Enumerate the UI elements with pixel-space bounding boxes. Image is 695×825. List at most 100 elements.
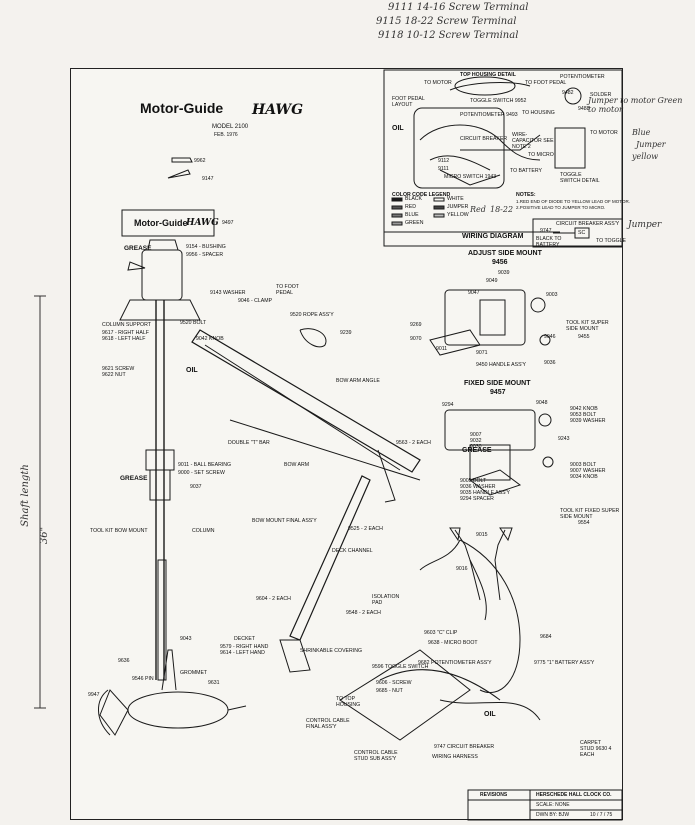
handwritten-note-9118: 9118 10-12 Screw Terminal [378, 30, 519, 41]
fixed-label-7: 9039 WASHER [570, 418, 606, 424]
part-9239: 9239 [340, 330, 352, 336]
wiring-blue: BLUE [405, 212, 419, 218]
handwritten-jumper-motor: Jumper to motor Green to motor [588, 96, 683, 114]
label-control-cable-stud: CONTROL CABLE STUD SUB ASS'Y [354, 750, 398, 762]
wiring-to-motor-2: TO MOTOR [590, 130, 618, 136]
adjust-mount-part: 9456 [492, 259, 508, 266]
wiring-note-2: 2.POSITIVE LEAD TO JUMPER TO MICRO. [516, 205, 606, 210]
label-clamp: 9046 - CLAMP [238, 298, 273, 304]
label-set-screw: 9000 - SET SCREW [178, 470, 225, 476]
part-9684: 9684 [540, 634, 552, 640]
cb-assy-part: 9747 [540, 228, 552, 234]
label-isolation-pad: ISOLATION PAD [372, 594, 400, 606]
brand-hawg: HAWG [252, 102, 304, 118]
label-column: COLUMN [192, 528, 215, 534]
wiring-black: BLACK [405, 196, 423, 202]
label-knob: 9042 KNOB [196, 336, 224, 342]
wiring-to-housing: TO HOUSING [522, 110, 555, 116]
fixed-label-16: GREASE [462, 447, 492, 454]
fixed-label-14: 9035 HANDLE ASS'Y [460, 490, 511, 496]
label-bow-mount-final: BOW MOUNT FINAL ASS'Y [252, 518, 317, 524]
label-deck-channel: DECK CHANNEL [332, 548, 373, 554]
label-bushing: 9154 - BUSHING [186, 244, 226, 250]
decal-hawg: HAWG [186, 218, 219, 228]
label-double-t-bar: DOUBLE "T" BAR [228, 440, 270, 446]
adjust-label-0: 9039 [498, 270, 510, 276]
scale-label: SCALE: NONE [536, 802, 570, 808]
fixed-mount-part: 9457 [490, 389, 506, 396]
label-micro-boot: 9638 - MICRO BOOT [428, 640, 478, 646]
adjust-label-8: 9071 [476, 350, 488, 356]
wiring-9112: 9112 [438, 158, 450, 164]
label-pot-assy: 9682 POTENTIOMETER ASS'Y [418, 660, 492, 666]
wiring-toggle-switch: TOGGLE SWITCH 9952 [470, 98, 527, 104]
decal-brand: Motor-Guide [134, 218, 188, 228]
part-9947: 9947 [88, 692, 100, 698]
wiring-9488: 9488 [578, 106, 590, 112]
wiring-yellow: YELLOW [447, 212, 469, 218]
adjust-mount-title: ADJUST SIDE MOUNT [468, 250, 542, 257]
label-column-support: COLUMN SUPPORT [102, 322, 151, 328]
wiring-green: GREEN [405, 220, 424, 226]
fixed-label-13: 9036 WASHER [460, 484, 496, 490]
label-left-hand: 9614 - LEFT HAND [220, 650, 265, 656]
wiring-jumper: JUMPER [447, 204, 469, 210]
part-9563: 9563 - 2 EACH [396, 440, 431, 446]
part-9636: 9636 [118, 658, 130, 664]
wiring-to-foot-pedal: TO FOOT PEDAL [525, 80, 567, 86]
label-nut: 9622 NUT [102, 372, 126, 378]
adjust-label-5: 9070 [410, 336, 422, 342]
wiring-potentiometer: POTENTIOMETER [560, 74, 605, 80]
brand-title: Motor-Guide [140, 100, 224, 116]
handwritten-shaft-36: 36" [39, 526, 51, 545]
label-washer: 9143 WASHER [210, 290, 246, 296]
handwritten-blue: Blue [632, 128, 651, 137]
company-name: HERSCHEDE HALL CLOCK CO. [536, 792, 612, 798]
part-9548: 9548 - 2 EACH [346, 610, 381, 616]
adjust-label-10: 9046 [544, 334, 556, 340]
label-grommet: GROMMET [180, 670, 208, 676]
part-9043: 9043 [180, 636, 192, 642]
wiring-top-housing: TOP HOUSING DETAIL [460, 72, 516, 78]
handwritten-yellow: yellow [632, 152, 659, 161]
part-9147: 9147 [202, 176, 214, 182]
cb-assy-title: CIRCUIT BREAKER ASS'Y [556, 221, 620, 227]
label-screw2: 9606 - SCREW [376, 680, 412, 686]
fixed-label-5: 9042 KNOB [570, 406, 598, 412]
label-decket: DECKET [234, 636, 256, 642]
cb-assy-black: BLACK TO BATTERY [536, 236, 562, 248]
handwritten-red: Red [470, 205, 486, 214]
adjust-label-11: TOOL KIT SUPER SIDE MOUNT [566, 320, 609, 332]
fixed-label-11: 9034 KNOB [570, 474, 598, 480]
label-right-hand: 9579 - RIGHT HAND [220, 644, 269, 650]
part-9962: 9962 [194, 158, 206, 164]
drawn-by: DWN BY: BJW [536, 812, 570, 818]
label-bow-arm: BOW ARM [284, 462, 310, 468]
fixed-label-10: 9007 WASHER [570, 468, 606, 474]
fixed-label-2: 9032 [470, 438, 482, 444]
wiring-note-1: 1.RED END OF DIODE TO YELLOW LEAD OF MOT… [516, 199, 630, 204]
fixed-label-15: 9294 SPACER [460, 496, 494, 502]
fixed-label-1: 9007 [470, 432, 482, 438]
handwritten-jumper-cb: Jumper [628, 220, 662, 230]
wiring-9111: 9111 [438, 166, 449, 172]
label-screw: 9621 SCREW [102, 366, 135, 372]
label-left-half: 9618 - LEFT HALF [102, 336, 146, 342]
label-control-cable: CONTROL CABLE FINAL ASS'Y [306, 718, 350, 730]
drawing-date: 10 / 7 / 75 [590, 812, 613, 818]
label-pin: 9546 PIN [132, 676, 154, 682]
label-tool-kit-bow: TOOL KIT BOW MOUNT [90, 528, 148, 534]
wiring-oil: OIL [392, 125, 404, 132]
label-grease-mid: GREASE [120, 475, 148, 482]
label-grease-top: GREASE [124, 245, 152, 252]
label-tool-kit-fixed: TOOL KIT FIXED SUPER SIDE MOUNT [560, 508, 620, 520]
part-9015: 9015 [476, 532, 488, 538]
fixed-label-8: 9243 [558, 436, 570, 442]
part-9631: 9631 [208, 680, 220, 686]
revisions-label: REVISIONS [480, 792, 508, 798]
fixed-label-4: 9048 [536, 400, 548, 406]
label-shrinkable: SHRINKABLE COVERING [300, 648, 362, 654]
adjust-label-7: 9450 HANDLE ASS'Y [476, 362, 527, 368]
cb-assy-toggle: TO TOGGLE [596, 238, 626, 244]
